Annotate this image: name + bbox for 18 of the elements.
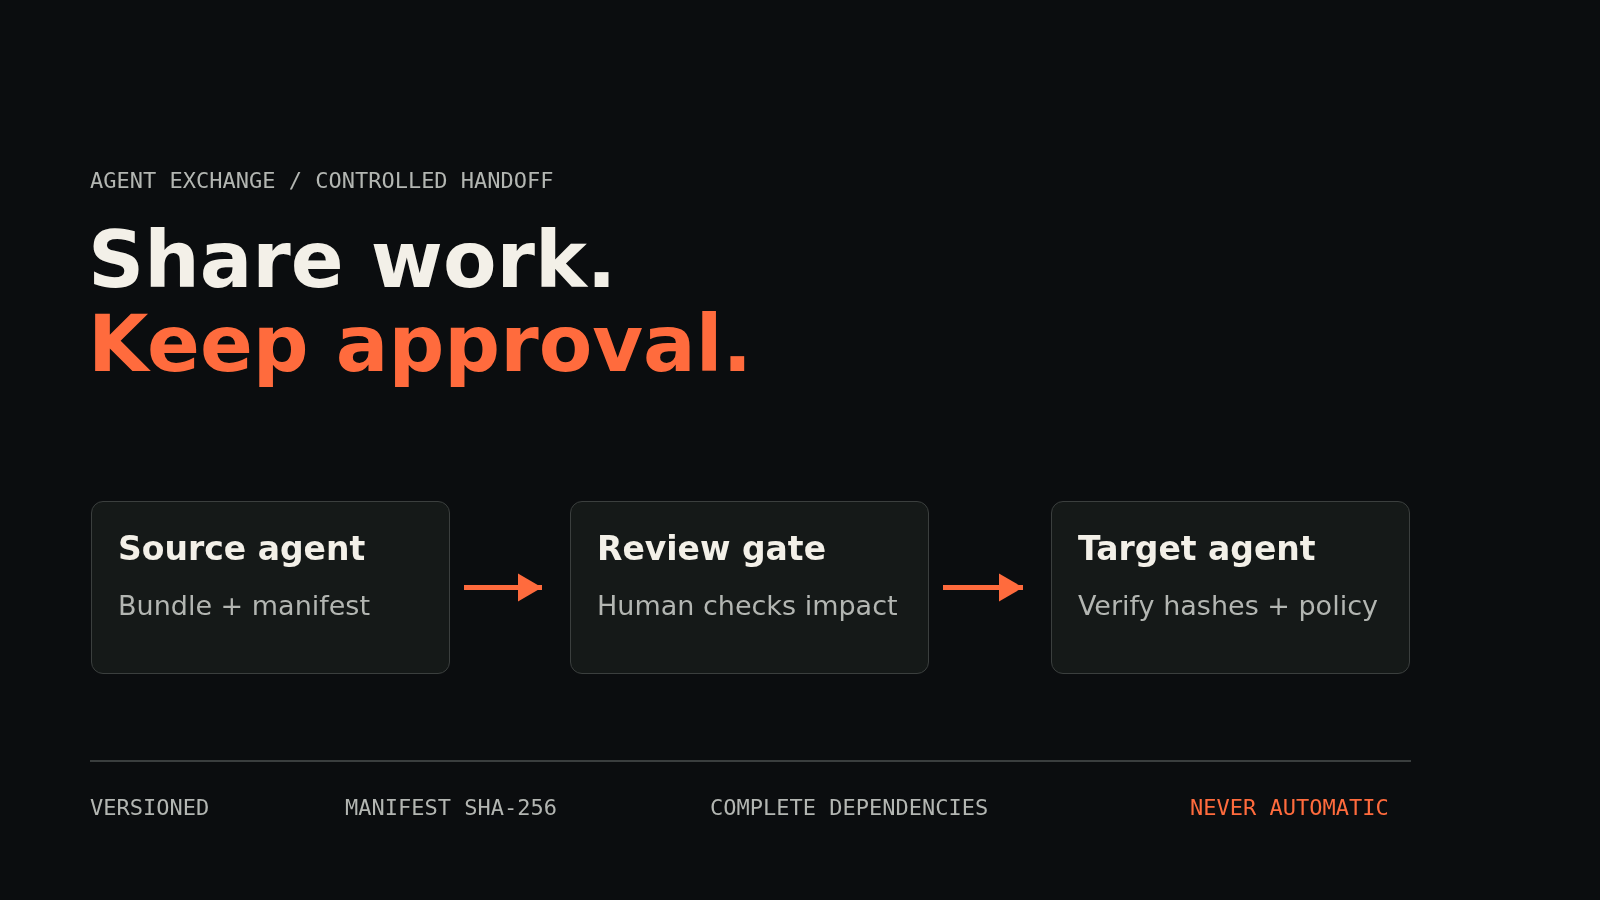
arrow [464,573,542,602]
headline: Share work. [88,218,617,302]
arrow [943,573,1023,602]
node-title: Review gate [597,529,828,569]
footer-tag: COMPLETE DEPENDENCIES [710,795,989,821]
node-title: Target agent [1078,529,1317,569]
node-title: Source agent [118,529,367,569]
section-eyebrow: AGENT EXCHANGE / CONTROLLED HANDOFF [90,168,554,194]
node-description: Verify hashes + policy [1078,589,1379,623]
node-description: Bundle + manifest [118,589,372,623]
footer-tag: NEVER AUTOMATIC [1190,795,1389,821]
footer-tag: VERSIONED [90,795,210,821]
footer-tag: MANIFEST SHA-256 [345,795,557,821]
process-box [91,501,450,674]
process-box [1051,501,1410,674]
headline-accent: Keep approval. [88,302,753,386]
process-box [570,501,929,674]
node-description: Human checks impact [597,589,899,623]
